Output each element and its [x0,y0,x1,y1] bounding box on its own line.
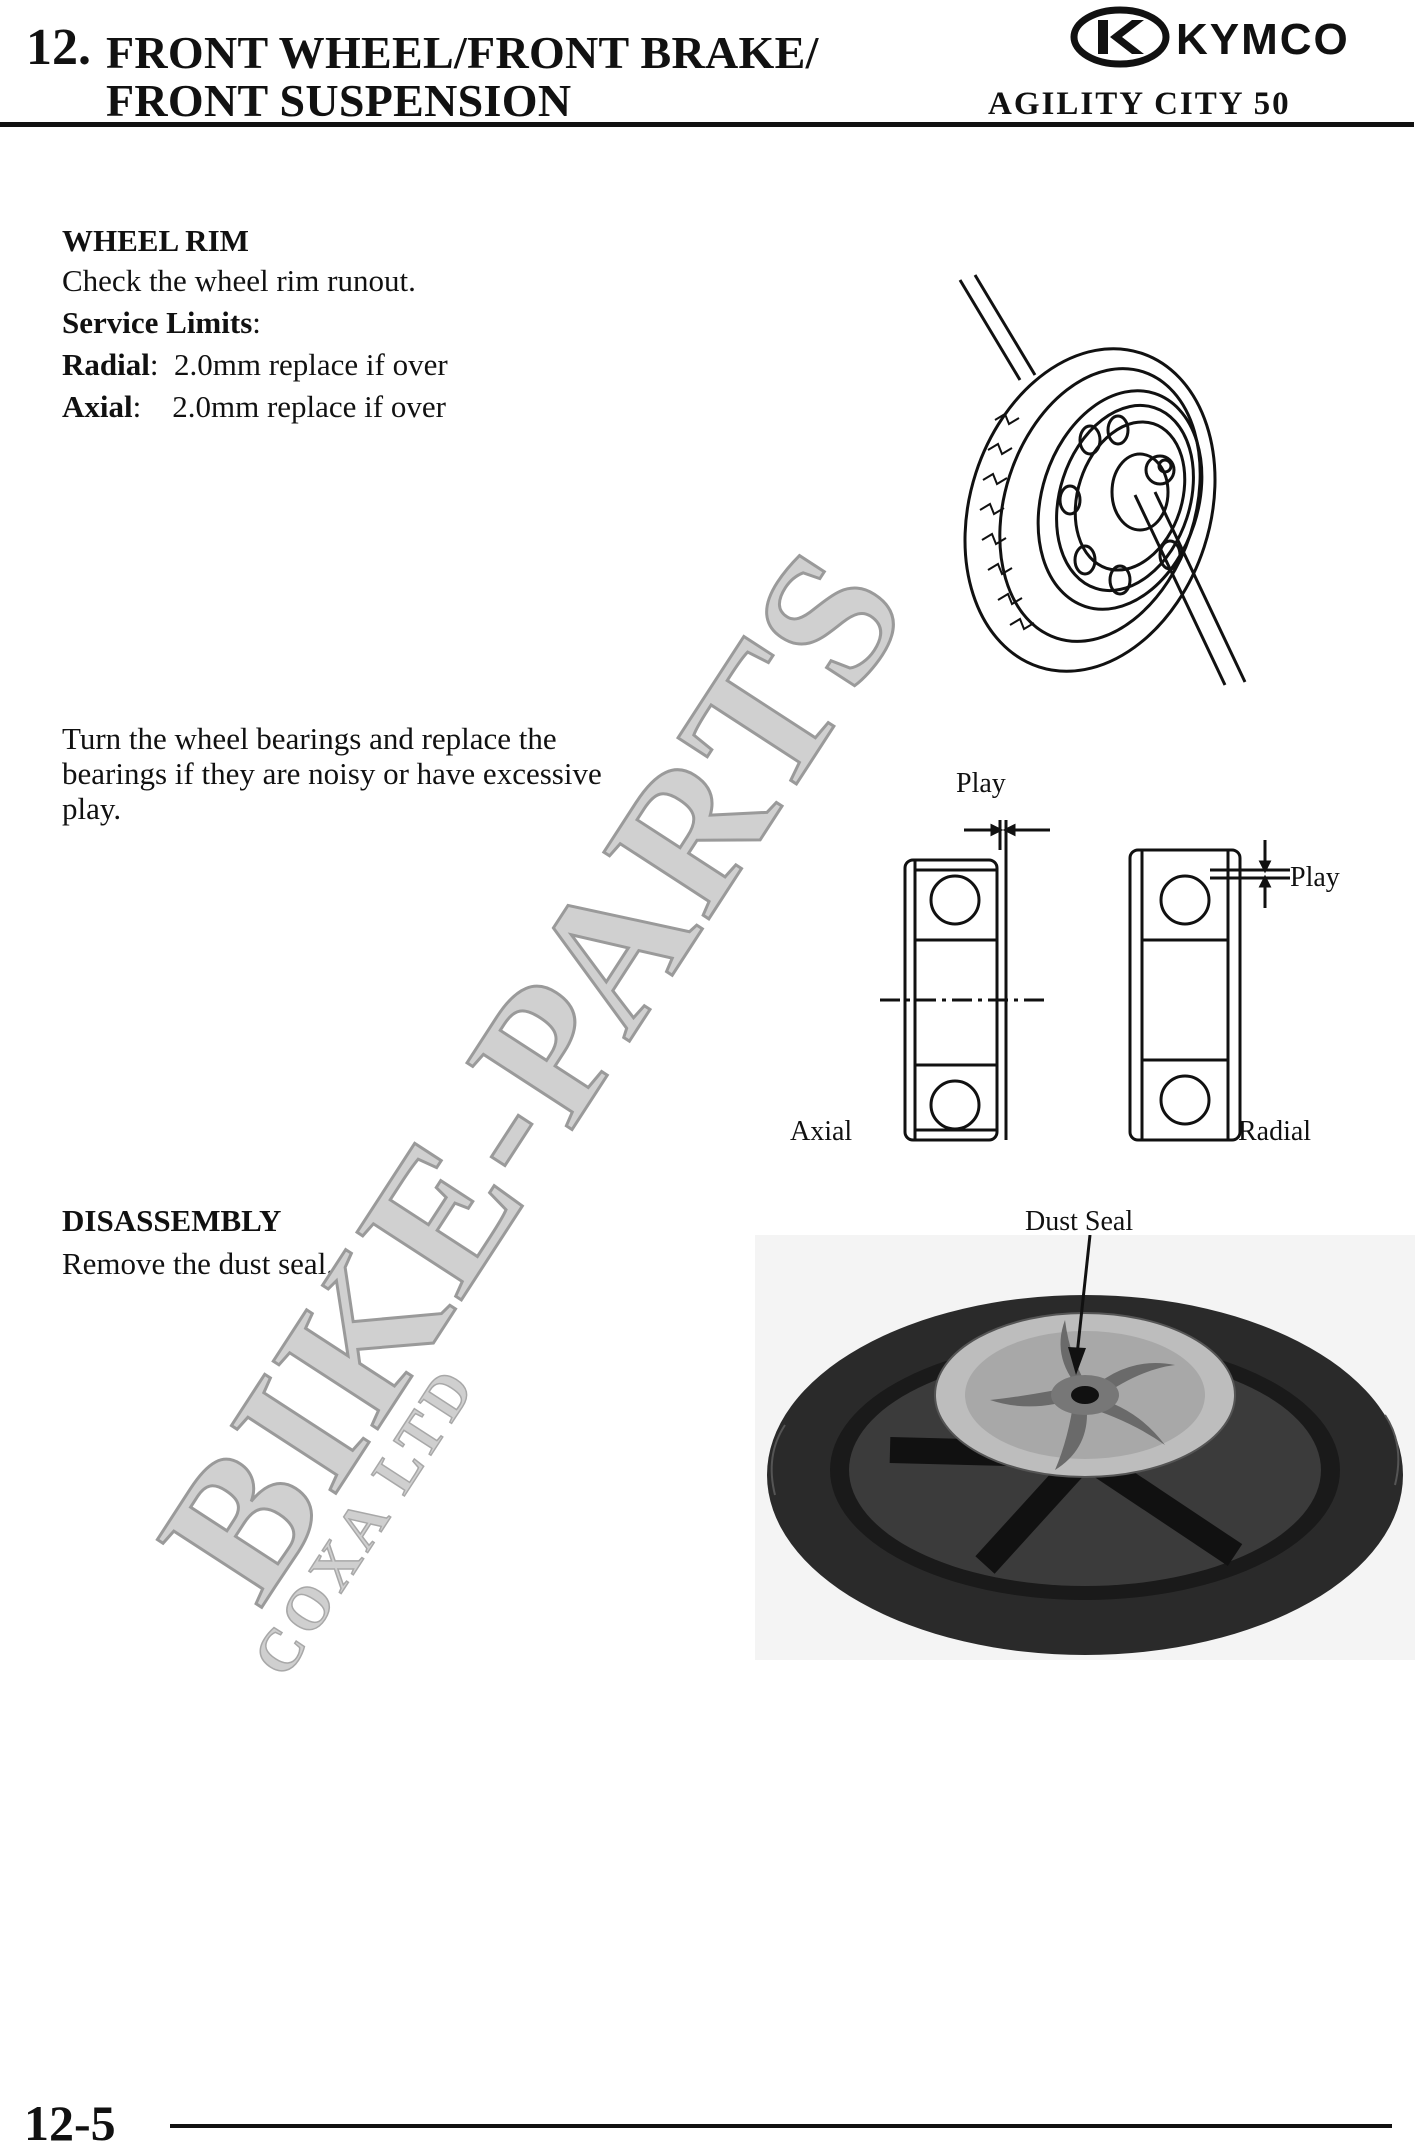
watermark-sub-text: COXA LTD [241,1354,489,1687]
axial-play-diagram [880,820,1050,1142]
service-limits-colon: : [252,305,261,340]
play-label-top: Play [956,768,1006,799]
kymco-logo: KYMCO [1070,6,1350,68]
bearing-text-line1: Turn the wheel bearings and replace the [62,721,557,756]
bearing-text-line2: bearings if they are noisy or have exces… [62,756,602,791]
chapter-title-line2: FRONT SUSPENSION [106,75,572,126]
radial-limit-line: Radial: 2.0mm replace if over [62,346,448,384]
chapter-title-line1: FRONT WHEEL/FRONT BRAKE/ [106,27,819,78]
wheel-runout-illustration [958,274,1247,686]
wheel-rim-heading: WHEEL RIM [62,223,249,258]
wheel-photo-dust-seal [755,1235,1415,1660]
page-number: 12-5 [24,2095,116,2151]
model-name: AGILITY CITY 50 [988,86,1291,122]
service-limits-line: Service Limits: [62,304,261,342]
disassembly-heading: DISASSEMBLY [62,1203,282,1238]
logo-wordmark: KYMCO [1176,15,1350,64]
footer-rule [170,2124,1392,2128]
chapter-number: 12. [26,19,91,76]
radial-limit-label: Radial [62,347,150,382]
radial-limit-value: : 2.0mm replace if over [149,347,448,382]
wheel-rim-text: Check the wheel rim runout. [62,263,416,298]
dust-seal-label: Dust Seal [1025,1206,1134,1237]
axial-limit-value: : 2.0mm replace if over [132,389,446,424]
play-label-right: Play [1290,862,1340,893]
axial-label: Axial [790,1116,853,1147]
axial-limit-line: Axial: 2.0mm replace if over [62,388,446,426]
axial-limit-label: Axial [62,389,133,424]
bearing-text-line3: play. [62,791,122,826]
disassembly-text: Remove the dust seal. [62,1246,335,1281]
header-rule [0,122,1414,127]
radial-label: Radial [1238,1116,1312,1147]
service-limits-label: Service Limits [62,305,253,340]
radial-play-diagram [1128,840,1290,1142]
